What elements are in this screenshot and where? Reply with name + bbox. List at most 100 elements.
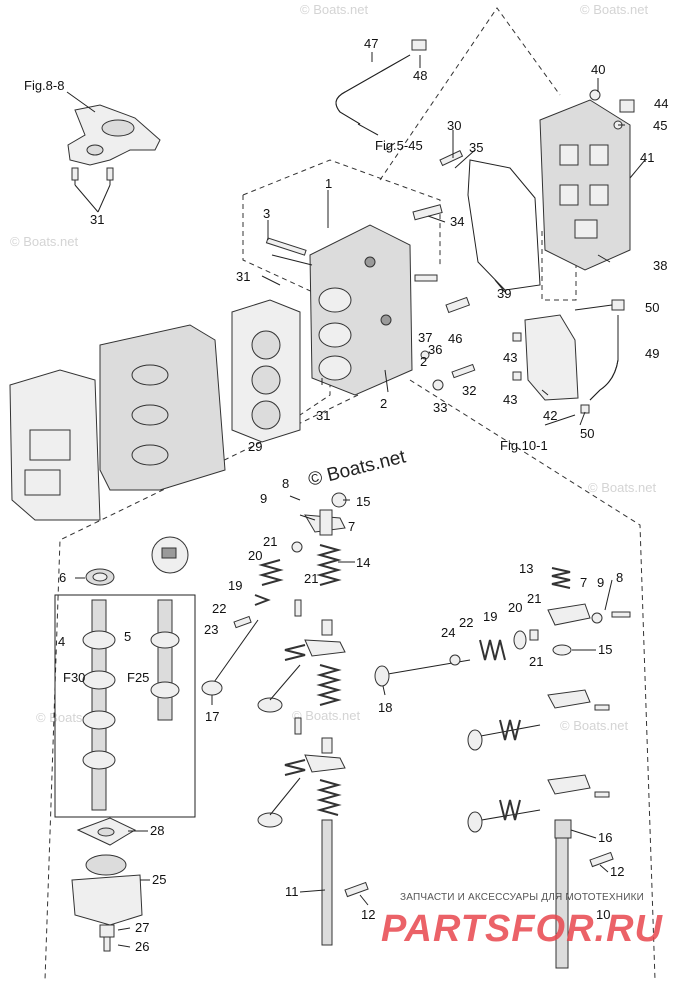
callout-41: 41 xyxy=(640,150,654,165)
callout-2: 2 xyxy=(420,354,427,369)
callout-8: 8 xyxy=(616,570,623,585)
watermark: © Boats.net xyxy=(580,2,649,17)
callout-2: 2 xyxy=(380,396,387,411)
detail-bubble xyxy=(151,536,189,574)
callout-34: 34 xyxy=(450,214,464,229)
callout-43: 43 xyxy=(503,350,517,365)
shop-banner: ЗАПЧАСТИ И АКСЕССУАРЫ ДЛЯ МОТОТЕХНИКИ PA… xyxy=(372,892,672,980)
watermark: © Boats.net xyxy=(560,718,629,733)
callout-7: 7 xyxy=(580,575,587,590)
callout-9: 9 xyxy=(260,491,267,506)
callout-15: 15 xyxy=(356,494,370,509)
upper-fasteners xyxy=(412,89,635,414)
callout-16: 16 xyxy=(598,830,612,845)
callout-20: 20 xyxy=(508,600,522,615)
callout-39: 39 xyxy=(497,286,511,301)
callout-32: 32 xyxy=(462,383,476,398)
callout-21: 21 xyxy=(527,591,541,606)
callout-11: 11 xyxy=(285,884,299,899)
callout-14: 14 xyxy=(356,555,370,570)
callout-35: 35 xyxy=(469,140,483,155)
callout-28: 28 xyxy=(150,823,164,838)
head-gasket xyxy=(231,299,301,443)
callout-25: 25 xyxy=(152,872,166,887)
oil-seal-6 xyxy=(85,568,115,586)
callout-5: 5 xyxy=(124,629,131,644)
callout-12: 12 xyxy=(610,864,624,879)
gasket-28 xyxy=(76,817,137,846)
callout-8: 8 xyxy=(282,476,289,491)
callout-48: 48 xyxy=(413,68,427,83)
head-group-outline-top xyxy=(242,159,441,265)
callout-26: 26 xyxy=(135,939,149,954)
cover-gasket xyxy=(467,159,541,291)
head-cover xyxy=(539,99,631,271)
callout-43: 43 xyxy=(503,392,517,407)
callout-19: 19 xyxy=(483,609,497,624)
callout-37: 37 xyxy=(418,330,432,345)
callout-labels: 31 1 3 31 30 35 34 39 37 46 36 2 32 2 33… xyxy=(58,36,668,954)
cover-group-outline xyxy=(379,7,561,181)
callout-1: 1 xyxy=(325,176,332,191)
leader-lines xyxy=(66,52,646,948)
callout-6: 6 xyxy=(59,570,66,585)
callout-44: 44 xyxy=(654,96,668,111)
dashed-group-outlines xyxy=(44,7,656,981)
hose-49 xyxy=(589,299,625,401)
watermark: © Boats.net xyxy=(588,480,657,495)
fig-8-8-ref: Fig.8-8 xyxy=(24,78,64,93)
callout-47: 47 xyxy=(364,36,378,51)
shop-logo: PARTSFOR.RU xyxy=(381,908,663,950)
callout-27: 27 xyxy=(135,920,149,935)
callout-12: 12 xyxy=(361,907,375,922)
callout-17: 17 xyxy=(205,709,219,724)
bracket-42 xyxy=(524,314,579,401)
callout-38: 38 xyxy=(653,258,667,273)
callout-7: 7 xyxy=(348,519,355,534)
fuel-pump-25 xyxy=(71,854,143,952)
valve-train-left xyxy=(201,492,347,828)
fig-10-1-ref: Fig.10-1 xyxy=(500,438,548,453)
callout-9: 9 xyxy=(597,575,604,590)
hose-47 xyxy=(335,39,427,125)
watermark-prominent: © Boats.net xyxy=(306,446,408,491)
bracket-fig8-8 xyxy=(67,104,161,185)
callout-20: 20 xyxy=(248,548,262,563)
callout-22: 22 xyxy=(459,615,473,630)
watermark: © Boats.net xyxy=(292,708,361,723)
crankcase-block xyxy=(9,324,226,521)
callout-36: 36 xyxy=(428,342,442,357)
callout-15: 15 xyxy=(598,642,612,657)
cover-group-outline-inner xyxy=(541,230,577,301)
callout-f25: F25 xyxy=(127,670,149,685)
callout-10: 10 xyxy=(596,907,610,922)
callout-f30: F30 xyxy=(63,670,85,685)
callout-40: 40 xyxy=(591,62,605,77)
camshaft-box xyxy=(54,594,196,818)
callout-24: 24 xyxy=(441,625,455,640)
callout-49: 49 xyxy=(645,346,659,361)
valve-train-outline-left xyxy=(44,394,359,981)
callout-45: 45 xyxy=(653,118,667,133)
callout-21: 21 xyxy=(304,571,318,586)
callout-21: 21 xyxy=(529,654,543,669)
fig-5-45-ref: Fig.5-45 xyxy=(375,138,423,153)
callout-21: 21 xyxy=(263,534,277,549)
callout-50: 50 xyxy=(645,300,659,315)
callout-23: 23 xyxy=(204,622,218,637)
watermark: © Boats.net xyxy=(10,234,79,249)
callout-18: 18 xyxy=(378,700,392,715)
callout-29: 29 xyxy=(248,439,262,454)
callout-42: 42 xyxy=(543,408,557,423)
callout-13: 13 xyxy=(519,561,533,576)
callout-33: 33 xyxy=(433,400,447,415)
callout-31: 31 xyxy=(236,269,250,284)
watermark: © Boats.net xyxy=(300,2,369,17)
callout-22: 22 xyxy=(212,601,226,616)
callout-31: 31 xyxy=(316,408,330,423)
callout-46: 46 xyxy=(448,331,462,346)
callout-30: 30 xyxy=(447,118,461,133)
callout-50: 50 xyxy=(580,426,594,441)
shop-tagline: ЗАПЧАСТИ И АКСЕССУАРЫ ДЛЯ МОТОТЕХНИКИ xyxy=(399,892,645,903)
